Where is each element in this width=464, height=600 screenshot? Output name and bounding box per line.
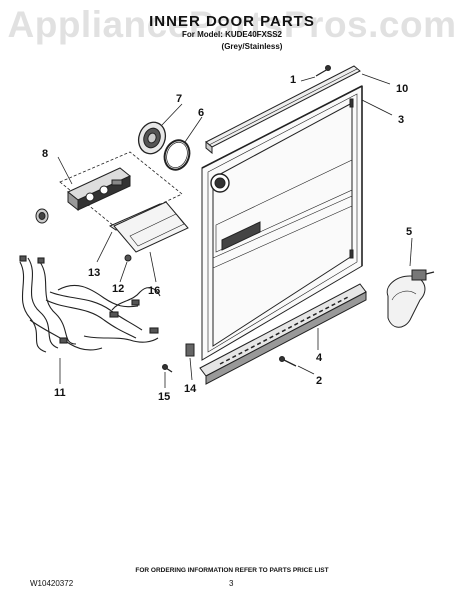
screw-top	[315, 65, 331, 77]
door-clip	[185, 343, 195, 357]
dispenser-gasket	[163, 139, 191, 171]
screw-control	[124, 254, 132, 262]
callout-2: 2	[316, 375, 322, 387]
callout-6: 6	[198, 107, 204, 119]
callout-3: 3	[398, 114, 404, 126]
bottom-trim	[199, 283, 367, 385]
control-module-group	[59, 151, 183, 227]
screw-clip	[162, 364, 173, 373]
screw-bottom	[279, 356, 297, 367]
selector-knob	[35, 208, 49, 224]
callout-16: 16	[148, 285, 160, 297]
callout-7: 7	[176, 93, 182, 105]
page-number: 3	[229, 579, 234, 588]
callout-8: 8	[42, 148, 48, 160]
variant-line: (Grey/Stainless)	[221, 42, 283, 51]
callout-13: 13	[88, 267, 100, 279]
callout-11: 11	[54, 387, 66, 399]
top-vent-strip	[205, 65, 361, 155]
document-number: W10420372	[30, 579, 74, 588]
page-title: INNER DOOR PARTS	[149, 13, 315, 30]
callout-4: 4	[316, 352, 323, 364]
detergent-dispenser	[137, 121, 167, 155]
callout-15: 15	[158, 391, 170, 403]
model-line: For Model: KUDE40FXSS2	[181, 30, 282, 39]
ordering-note: FOR ORDERING INFORMATION REFER TO PARTS …	[135, 567, 329, 574]
callout-5: 5	[406, 226, 412, 238]
callout-10: 10	[396, 83, 408, 95]
wire-harness	[19, 255, 161, 353]
inner-door-panel	[201, 85, 363, 361]
vent-duct	[386, 269, 435, 328]
watermark: AppliancePartsPros.com	[7, 4, 457, 45]
callout-1: 1	[290, 74, 296, 86]
leader-lines	[57, 73, 413, 388]
control-cover-panel	[113, 201, 189, 253]
callout-12: 12	[112, 283, 124, 295]
callout-14: 14	[184, 383, 197, 395]
